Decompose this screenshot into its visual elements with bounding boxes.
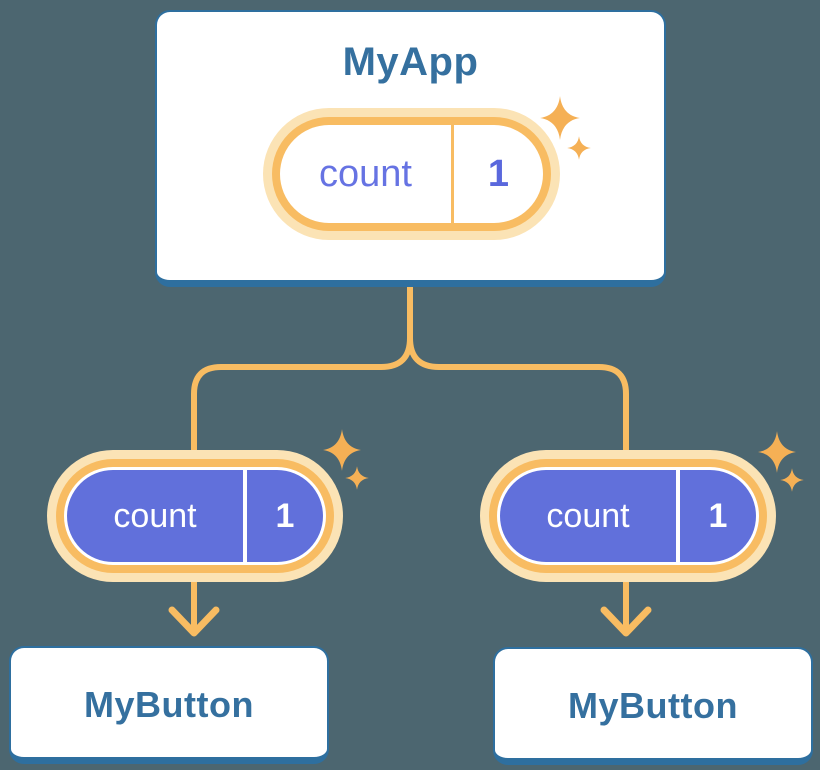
pill-value-cell: 1 bbox=[680, 470, 756, 562]
pill-divider bbox=[676, 470, 680, 562]
pill-ring: count 1 bbox=[56, 459, 334, 573]
sparkle-icon bbox=[345, 466, 369, 490]
pill-body: count 1 bbox=[64, 467, 326, 565]
pill-core: count 1 bbox=[500, 470, 756, 562]
sparkle-icon bbox=[567, 136, 591, 160]
pill-value: 1 bbox=[487, 152, 510, 195]
pill-divider bbox=[451, 125, 454, 223]
pill-ring: count 1 bbox=[272, 117, 551, 231]
node-title: MyButton bbox=[568, 684, 738, 726]
arrow-head-right-icon bbox=[600, 606, 652, 637]
pill-label: count bbox=[113, 496, 197, 535]
node-title: MyButton bbox=[84, 683, 254, 725]
pill-core: count 1 bbox=[67, 470, 323, 562]
pill-body: count 1 bbox=[280, 125, 543, 223]
prop-pill-right: count 1 bbox=[480, 431, 804, 582]
pill-label-cell: count bbox=[280, 125, 451, 223]
pill-label-cell: count bbox=[500, 470, 676, 562]
pill-label: count bbox=[319, 152, 412, 195]
pill-value: 1 bbox=[708, 496, 728, 535]
pill-label: count bbox=[546, 496, 630, 535]
pill-ring: count 1 bbox=[489, 459, 767, 573]
prop-pill-left: count 1 bbox=[47, 429, 369, 582]
sparkle-icon bbox=[780, 468, 804, 492]
state-pill-root: count 1 bbox=[263, 96, 591, 240]
branch-right-line bbox=[407, 284, 629, 634]
pill-label-cell: count bbox=[67, 470, 243, 562]
node-mybutton-left: MyButton bbox=[9, 646, 329, 764]
pill-body: count 1 bbox=[497, 467, 759, 565]
node-title: MyApp bbox=[342, 40, 479, 84]
pill-value: 1 bbox=[275, 496, 295, 535]
pill-value-cell: 1 bbox=[247, 470, 323, 562]
pill-value-cell: 1 bbox=[454, 125, 543, 223]
pill-divider bbox=[243, 470, 247, 562]
arrow-head-left-icon bbox=[168, 606, 220, 637]
node-mybutton-right: MyButton bbox=[493, 647, 813, 765]
